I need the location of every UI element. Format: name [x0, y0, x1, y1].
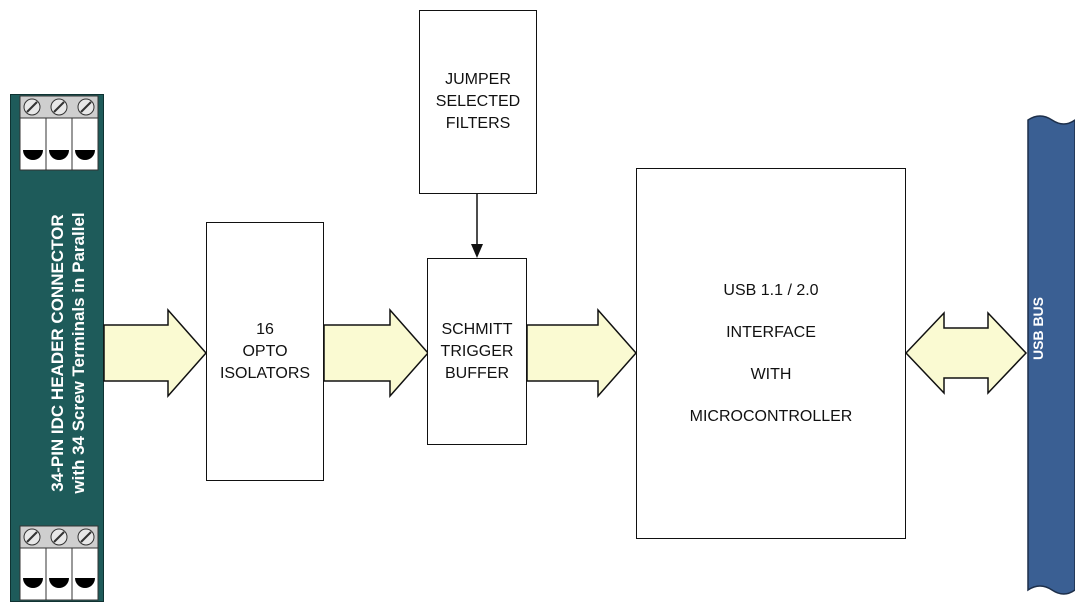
jumper-line-3: FILTERS — [445, 115, 511, 132]
usb-bus-label: USB BUS — [1030, 296, 1046, 360]
usb-bus-shape — [1027, 115, 1075, 595]
opto-line-3: ISOLATORS — [219, 364, 311, 382]
arrow-schmitt-to-usb — [526, 308, 638, 398]
arrow-opto-to-schmitt — [323, 308, 430, 398]
terminal-block-top — [19, 95, 99, 171]
jumper-line-2: SELECTED — [435, 93, 521, 110]
opto-isolators-block: 16 OPTO ISOLATORS — [206, 222, 324, 481]
terminal-block-bottom — [19, 525, 99, 601]
usb-line-2: INTERFACE — [726, 323, 816, 341]
usb-line-1: USB 1.1 / 2.0 — [723, 281, 819, 299]
schmitt-line-1: SCHMITT — [441, 320, 513, 338]
arrow-usb-bidirectional — [904, 311, 1028, 395]
arrow-connector-to-opto — [103, 308, 208, 398]
schmitt-trigger-block: SCHMITT TRIGGER BUFFER — [427, 258, 527, 445]
opto-line-1: 16 — [256, 320, 274, 338]
usb-line-4: MICROCONTROLLER — [689, 407, 853, 425]
usb-line-3: WITH — [750, 365, 792, 383]
usb-interface-block: USB 1.1 / 2.0 INTERFACE WITH MICROCONTRO… — [636, 168, 906, 539]
jumper-line-1: JUMPER — [445, 71, 511, 88]
opto-line-2: OPTO — [242, 342, 288, 360]
schmitt-line-3: BUFFER — [445, 364, 509, 382]
jumper-filters-block: JUMPER SELECTED FILTERS — [419, 10, 537, 194]
idc-header-connector: 34-PIN IDC HEADER CONNECTOR with 34 Scre… — [10, 94, 104, 602]
schmitt-line-2: TRIGGER — [440, 342, 514, 360]
